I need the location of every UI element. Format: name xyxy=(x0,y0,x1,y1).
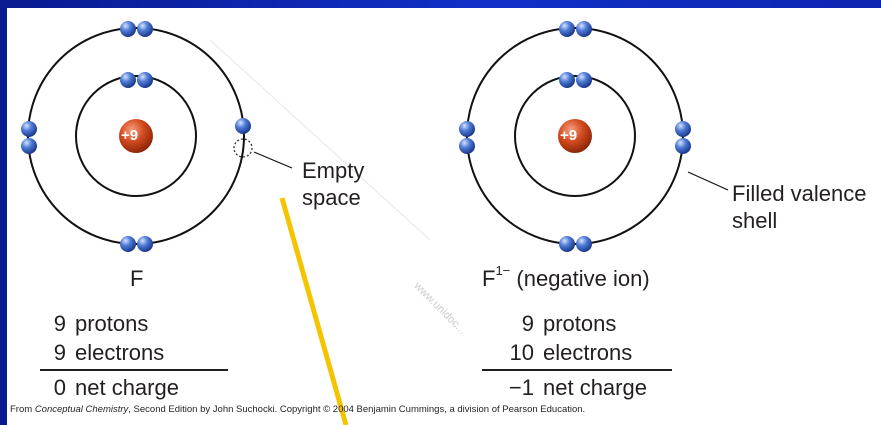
electron xyxy=(559,72,575,88)
electron xyxy=(21,138,37,154)
protons-word-left: protons xyxy=(75,311,148,337)
electrons-word-right: electrons xyxy=(543,340,632,366)
electron xyxy=(137,236,153,252)
credit-prefix: From xyxy=(10,404,35,415)
callout-line xyxy=(254,152,292,168)
electron xyxy=(559,236,575,252)
source-credit: From Conceptual Chemistry, Second Editio… xyxy=(10,404,585,415)
electron xyxy=(576,72,592,88)
electron xyxy=(120,72,136,88)
callout-line-2: shell xyxy=(732,207,867,234)
electron xyxy=(675,121,691,137)
electron xyxy=(235,118,251,134)
electrons-word-left: electrons xyxy=(75,340,164,366)
symbol-note: (negative ion) xyxy=(510,266,649,291)
callout-empty-space: Empty space xyxy=(302,157,364,211)
atom-left xyxy=(21,21,292,252)
nucleus-label-left: +9 xyxy=(121,127,138,144)
callout-line xyxy=(688,172,728,190)
electron xyxy=(137,21,153,37)
protons-word-right: protons xyxy=(543,311,616,337)
electron xyxy=(459,121,475,137)
callout-line-1: Empty xyxy=(302,157,364,184)
ion-charge: 1− xyxy=(495,263,510,278)
credit-rest: , Second Edition by John Suchocki. Copyr… xyxy=(128,404,585,415)
electrons-num-right: 10 xyxy=(498,340,534,366)
sum-rule-right xyxy=(482,369,672,371)
protons-num-right: 9 xyxy=(498,311,534,337)
electron xyxy=(675,138,691,154)
nucleus-label-right: +9 xyxy=(560,127,577,144)
electron xyxy=(459,138,475,154)
sum-rule-left xyxy=(40,369,228,371)
electron xyxy=(137,72,153,88)
electron xyxy=(120,236,136,252)
callout-filled-valence: Filled valence shell xyxy=(732,180,867,234)
atom-right xyxy=(459,21,728,252)
net-word-right: net charge xyxy=(543,375,647,401)
element-symbol-left: F xyxy=(130,266,143,292)
net-num-right: −1 xyxy=(498,375,534,401)
callout-line-1: Filled valence xyxy=(732,180,867,207)
electron xyxy=(559,21,575,37)
net-word-left: net charge xyxy=(75,375,179,401)
highlight-line xyxy=(282,198,346,425)
credit-book: Conceptual Chemistry xyxy=(35,404,128,415)
electron xyxy=(576,236,592,252)
callout-line-2: space xyxy=(302,184,364,211)
electron xyxy=(120,21,136,37)
protons-num-left: 9 xyxy=(46,311,66,337)
element-symbol-right: F1− (negative ion) xyxy=(482,266,650,292)
net-num-left: 0 xyxy=(46,375,66,401)
electrons-num-left: 9 xyxy=(46,340,66,366)
symbol: F xyxy=(482,266,495,291)
electron xyxy=(21,121,37,137)
electron xyxy=(576,21,592,37)
